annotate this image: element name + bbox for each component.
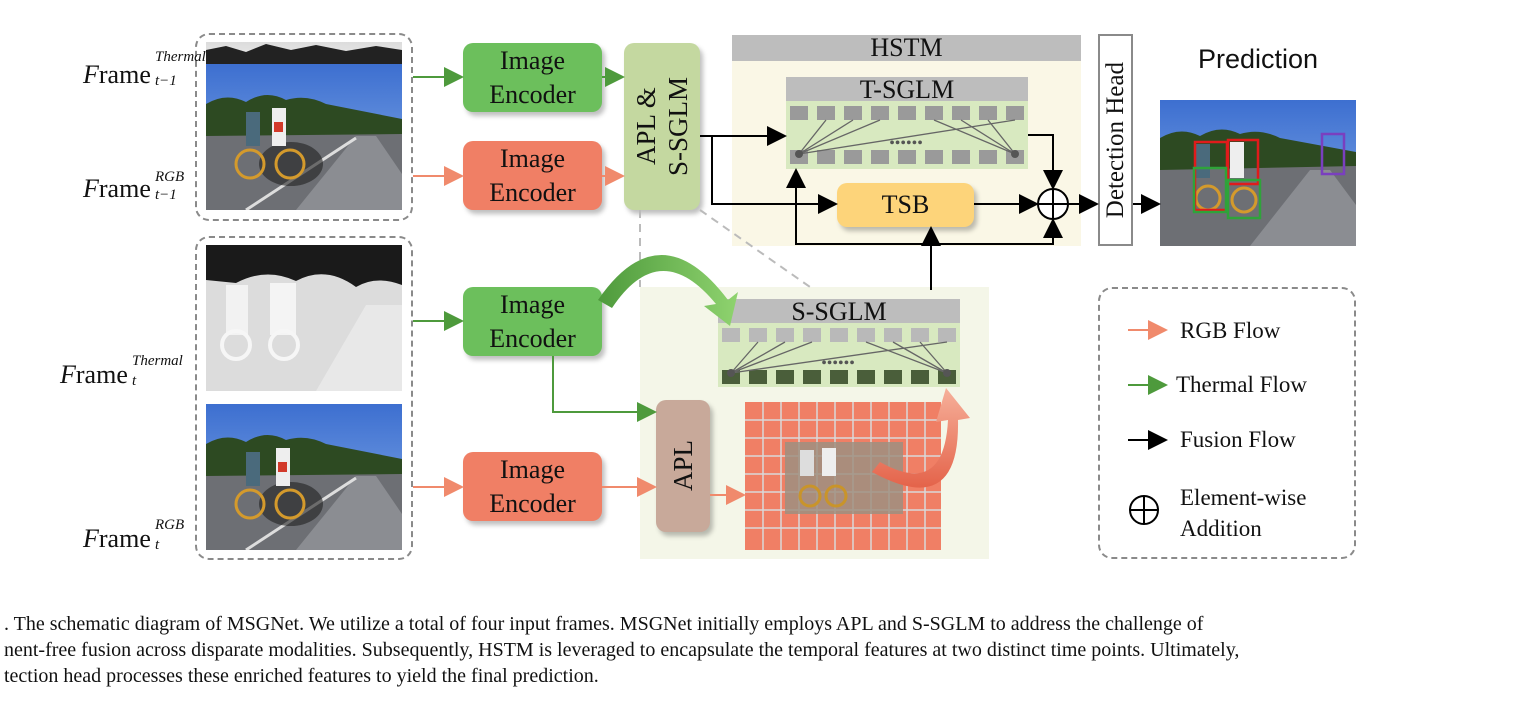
label-thermal-prev: Frame Thermal t−1 — [83, 49, 206, 89]
caption-line-2: nent-free fusion across disparate modali… — [4, 639, 1240, 661]
detection-head: Detection Head — [1098, 34, 1133, 246]
input-group-cur — [195, 236, 413, 560]
label-rgb-prev: Frame RGB t−1 — [83, 169, 185, 203]
hstm-title: HSTM — [732, 35, 1081, 61]
legend-symbols — [1128, 320, 1168, 525]
tsglm-title: T-SGLM — [786, 77, 1028, 103]
caption-line-3: tection head processes these enriched fe… — [4, 665, 599, 687]
rgb-frame-cur-image — [206, 404, 402, 550]
legend-fusion-flow: Fusion Flow — [1180, 427, 1296, 452]
ssglm-title: S-SGLM — [718, 299, 960, 325]
thermal-frame-prev-image — [206, 42, 402, 66]
prediction-image — [1160, 100, 1356, 246]
thermal-frame-cur-image — [206, 245, 402, 391]
legend-box — [1098, 287, 1356, 559]
caption-line-1: . The schematic diagram of MSGNet. We ut… — [4, 613, 1204, 635]
label-rgb-cur: Frame RGB t — [83, 517, 185, 553]
prediction-title: Prediction — [1197, 44, 1319, 74]
legend-rgb-flow: RGB Flow — [1180, 318, 1281, 343]
legend-thermal-flow: Thermal Flow — [1176, 372, 1307, 397]
label-thermal-cur: Frame Thermal t — [60, 353, 183, 389]
rgb-frame-prev-image — [206, 64, 402, 210]
input-group-prev — [195, 33, 413, 221]
apl-module: APL — [656, 400, 710, 532]
tsb-module: TSB — [837, 183, 974, 227]
apl-ssglm-module: APL &S-SGLM — [624, 43, 700, 210]
